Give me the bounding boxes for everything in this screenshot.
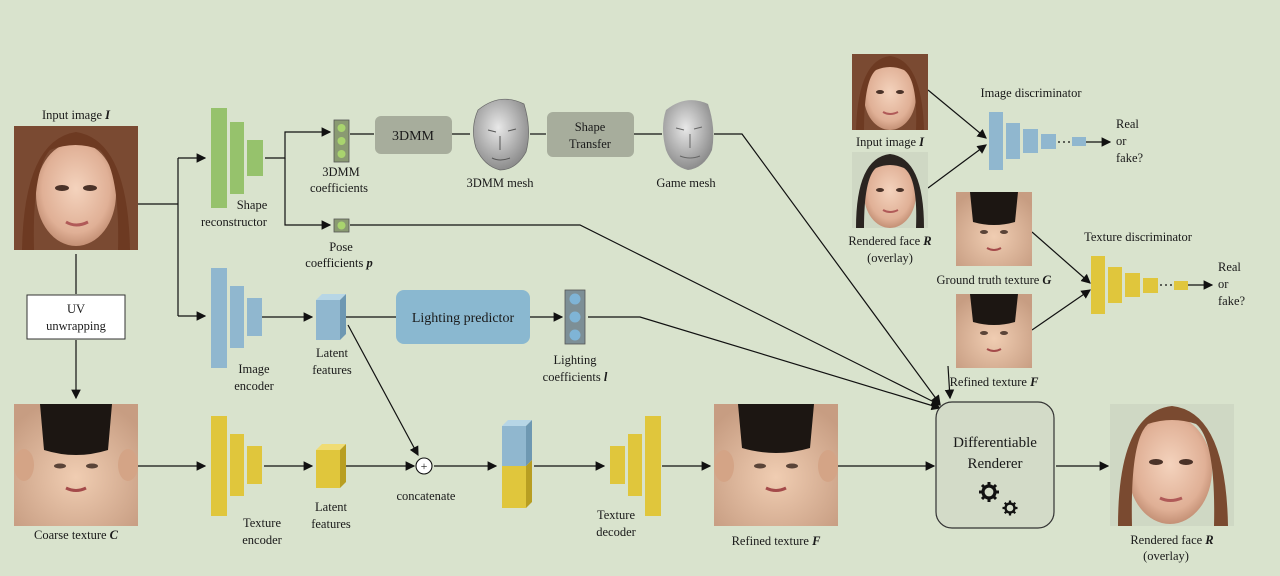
lighting-predictor-box — [396, 290, 530, 344]
uv-unwrapping-label-2: unwrapping — [46, 319, 106, 333]
texture-decoder-label-2: decoder — [596, 525, 636, 539]
image-encoder-label-1: Image — [238, 362, 270, 376]
uv-unwrapping-label-1: UV — [67, 302, 85, 316]
rendered-face-output-label-2: (overlay) — [1143, 549, 1189, 563]
lighting-predictor-label: Lighting predictor — [412, 311, 515, 326]
disc-input-image-label: Input image I — [856, 135, 925, 149]
concatenated-features — [502, 420, 532, 508]
texture-disc-out-3: fake? — [1218, 294, 1246, 308]
lighting-coefficients-label-2: coefficients l — [543, 370, 608, 384]
pose-coefficient-dot — [337, 221, 346, 230]
uv-unwrapping-box — [26, 294, 126, 340]
image-encoder-label-2: encoder — [234, 379, 274, 393]
3dmm-coefficients-vector — [333, 119, 350, 163]
refined-texture-image — [714, 404, 838, 526]
concatenate-plus: + — [421, 459, 428, 473]
disc-rendered-face-label-2: (overlay) — [867, 251, 913, 265]
disc-input-image — [852, 54, 928, 130]
shape-transfer-label-2: Transfer — [569, 137, 612, 151]
3dmm-box — [375, 116, 452, 154]
image-disc-out-3: fake? — [1116, 151, 1144, 165]
shape-transfer-label-1: Shape — [575, 120, 606, 134]
shape-transfer-box — [547, 112, 634, 157]
shape-reconstructor-blocks — [211, 108, 263, 208]
discriminator-dots — [1058, 141, 1172, 286]
rendered-face-output-image — [1110, 404, 1234, 526]
texture-disc-out-2: or — [1218, 277, 1229, 291]
texture-encoder-label-1: Texture — [243, 516, 281, 530]
game-mesh-label: Game mesh — [656, 176, 716, 190]
3dmm-coefficients-label-2: coefficients — [310, 181, 368, 195]
texture-decoder-blocks — [610, 416, 661, 516]
disc-rendered-face-label-1: Rendered face R — [848, 234, 931, 248]
image-disc-out-1: Real — [1116, 117, 1139, 131]
ground-truth-texture-label: Ground truth texture G — [937, 273, 1052, 287]
3dmm-box-label: 3DMM — [392, 129, 435, 144]
3dmm-mesh-image — [473, 98, 529, 171]
differentiable-renderer-label-2: Renderer — [968, 456, 1023, 472]
refined-texture-small-label: Refined texture F — [950, 375, 1040, 389]
pose-coefficients-label-1: Pose — [329, 240, 353, 254]
latent-features-blue-label-2: features — [312, 363, 352, 377]
latent-features-blue-label-1: Latent — [316, 346, 348, 360]
latent-features-yellow-label-1: Latent — [315, 500, 347, 514]
shape-reconstructor-label-2: reconstructor — [201, 215, 268, 229]
input-image-label: Input image I — [42, 108, 111, 122]
3dmm-coefficients-label-1: 3DMM — [322, 165, 360, 179]
connection-lines — [71, 89, 1214, 471]
texture-encoder-label-2: encoder — [242, 533, 282, 547]
coarse-texture-image — [14, 404, 138, 526]
texture-disc-out-1: Real — [1218, 260, 1241, 274]
concatenate-node — [415, 457, 433, 475]
concatenate-label: concatenate — [397, 489, 456, 503]
rendered-face-output-label-1: Rendered face R — [1130, 533, 1213, 547]
texture-encoder-blocks — [211, 416, 262, 516]
texture-decoder-label-1: Texture — [597, 508, 635, 522]
disc-rendered-face-image — [852, 152, 928, 228]
differentiable-renderer-box — [935, 401, 1055, 529]
texture-discriminator-blocks — [1091, 256, 1188, 314]
lighting-coefficients-label-1: Lighting — [553, 353, 597, 367]
latent-features-blue — [316, 294, 346, 340]
pose-coefficients-label-2: coefficients p — [305, 256, 372, 270]
shape-reconstructor-label-1: Shape — [237, 198, 268, 212]
image-discriminator-title: Image discriminator — [980, 86, 1082, 100]
latent-features-yellow-label-2: features — [311, 517, 351, 531]
texture-discriminator-title: Texture discriminator — [1084, 230, 1193, 244]
input-face-image — [14, 126, 138, 250]
lighting-coefficients-vector — [564, 289, 586, 345]
image-discriminator-blocks — [989, 112, 1086, 170]
coarse-texture-label: Coarse texture C — [34, 528, 119, 542]
image-encoder-blocks — [211, 268, 262, 368]
latent-features-yellow — [316, 444, 346, 488]
refined-texture-label: Refined texture F — [732, 534, 822, 548]
differentiable-renderer-label-1: Differentiable — [953, 435, 1037, 451]
game-mesh-image — [663, 100, 714, 170]
3dmm-mesh-label: 3DMM mesh — [466, 176, 534, 190]
refined-texture-small-image — [956, 294, 1032, 368]
ground-truth-texture-image — [956, 192, 1032, 266]
image-disc-out-2: or — [1116, 134, 1127, 148]
